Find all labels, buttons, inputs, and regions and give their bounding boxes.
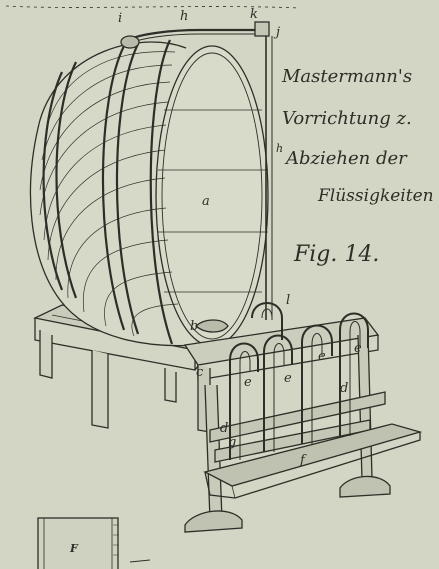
label-d-right: d: [340, 381, 348, 396]
siphon-tubes: [229, 302, 369, 460]
label-k: k: [250, 7, 258, 22]
label-e-3: e: [318, 349, 326, 364]
caption-line-1: Mastermann's: [282, 66, 413, 87]
barrel: [29, 39, 269, 347]
label-i: i: [118, 11, 122, 26]
caption-line-2: Vorrichtung z.: [282, 108, 412, 129]
label-f: f: [299, 453, 307, 468]
label-j: j: [273, 25, 280, 40]
top-text-fragment: [5, 5, 301, 9]
label-h-pipe: h: [180, 9, 188, 24]
label-c: c: [196, 365, 204, 380]
figure-number: Fig. 14.: [294, 242, 380, 267]
label-h-caption: h: [276, 142, 283, 155]
label-e-1: e: [244, 375, 252, 390]
siphon-pipe: [120, 21, 273, 320]
label-g: g: [228, 435, 236, 450]
figure-f-inset: [37, 517, 151, 569]
caption-line-3: Abziehen der: [286, 148, 407, 169]
label-l: l: [286, 293, 290, 308]
part-labels: a b c d d e e e e f g h h i j k l F: [69, 7, 362, 555]
label-d-left: d: [220, 421, 228, 436]
trough-stand: [183, 317, 423, 533]
label-F: F: [69, 542, 79, 555]
label-a: a: [202, 194, 210, 209]
caption-line-4: Flüssigkeiten: [318, 186, 434, 206]
label-e-4: e: [354, 341, 362, 356]
label-e-2: e: [284, 371, 292, 386]
label-b: b: [190, 319, 198, 334]
